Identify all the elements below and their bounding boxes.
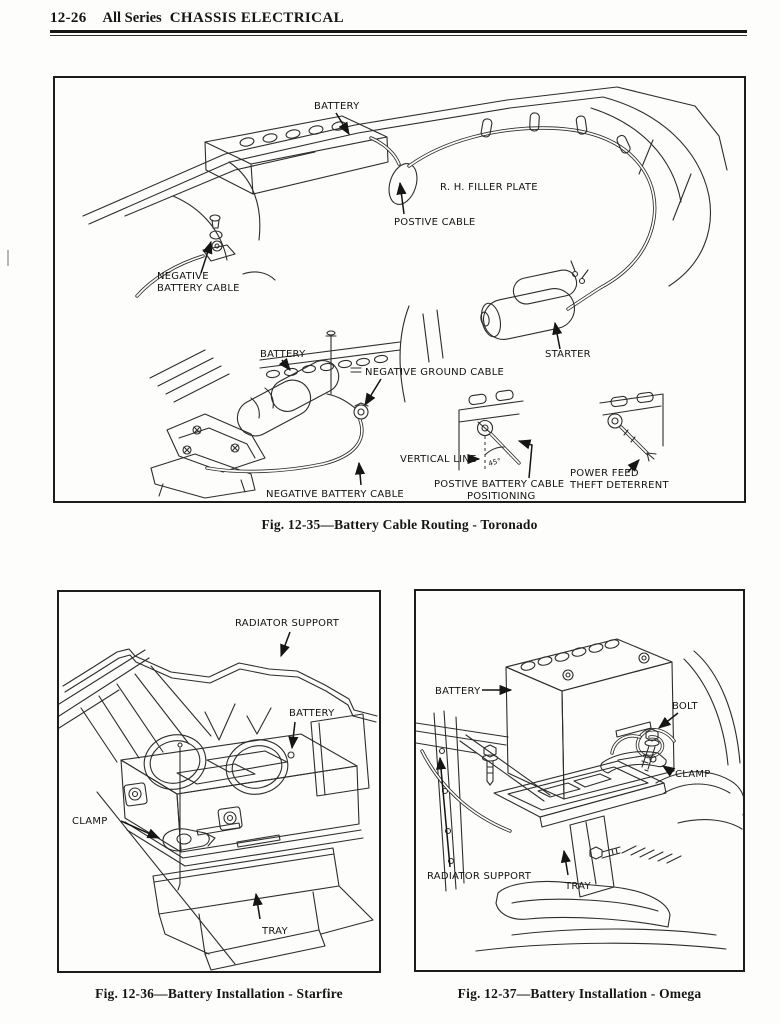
label-leader-dashes bbox=[350, 367, 362, 373]
power-feed-label-1: POWER FEED bbox=[570, 468, 639, 479]
series-label: All Series bbox=[102, 10, 162, 26]
negative-cable-bracket-drawing bbox=[135, 161, 276, 298]
page-number: 12-26 bbox=[50, 10, 87, 26]
angle-45-label: 45° bbox=[487, 457, 502, 468]
negative-battery-cable-bottom-arrow bbox=[354, 461, 366, 486]
header-rule-thin bbox=[50, 35, 747, 36]
tray-bolt-drawing bbox=[481, 744, 499, 786]
tray-label: TRAY bbox=[564, 881, 591, 892]
clamp-drawing bbox=[162, 828, 216, 852]
battery-label: BATTERY bbox=[435, 686, 481, 697]
scan-margin-mark bbox=[7, 250, 9, 266]
clamp-arrow bbox=[661, 765, 676, 777]
battery-top-label: BATTERY bbox=[314, 101, 360, 112]
bolt-arrow bbox=[657, 712, 679, 729]
negative-battery-cable-label-1: NEGATIVE bbox=[157, 271, 209, 282]
radiator-support-arrow bbox=[280, 631, 291, 658]
positive-cable-drawing bbox=[369, 112, 657, 311]
battery-mid-arrow bbox=[278, 357, 291, 371]
fender-drawing bbox=[59, 649, 272, 763]
section-title: CHASSIS ELECTRICAL bbox=[169, 10, 345, 26]
header-rule bbox=[50, 30, 747, 36]
starter-arrow bbox=[552, 321, 563, 350]
header-rule-thick bbox=[50, 30, 747, 33]
radiator-support-drawing bbox=[62, 648, 378, 723]
clamp-drawing bbox=[600, 751, 667, 774]
fender-drawing bbox=[475, 650, 743, 952]
figure-12-37: BATTERY BOLT CLAMP RADIATOR SUPPORT TRAY bbox=[414, 589, 745, 972]
tray-drawing bbox=[493, 760, 671, 928]
fig37-art: BATTERY BOLT CLAMP RADIATOR SUPPORT TRAY bbox=[416, 638, 743, 952]
starter-drawing bbox=[480, 260, 589, 340]
starter-label: STARTER bbox=[545, 349, 591, 360]
figure-12-36: RADIATOR SUPPORT BATTERY CLAMP TRAY bbox=[57, 590, 381, 973]
clamp-label: CLAMP bbox=[675, 769, 711, 780]
figure-12-35: BATTERY R. H. FILLER PLATE POSTIVE CABLE… bbox=[53, 76, 746, 503]
bolt-marks bbox=[182, 425, 240, 455]
tray-drawing bbox=[96, 791, 374, 971]
engine-bay-drawing bbox=[82, 86, 728, 287]
vertical-line-label: VERTICAL LINE bbox=[400, 454, 477, 465]
tray-arrow bbox=[252, 892, 263, 920]
rh-filler-plate-label: R. H. FILLER PLATE bbox=[440, 182, 538, 193]
fig35-art: BATTERY R. H. FILLER PLATE POSTIVE CABLE… bbox=[82, 86, 728, 501]
battery-mid-label: BATTERY bbox=[260, 349, 306, 360]
battery-label: BATTERY bbox=[289, 708, 335, 719]
clamp-arrow bbox=[120, 820, 161, 839]
clamp-label: CLAMP bbox=[72, 816, 108, 827]
positioning-label-1: POSTIVE BATTERY CABLE bbox=[434, 479, 564, 490]
battery-drawing-top bbox=[204, 115, 389, 195]
tray-label: TRAY bbox=[261, 926, 288, 937]
negative-ground-cable-label: NEGATIVE GROUND CABLE bbox=[365, 367, 504, 378]
negative-battery-cable-bottom-label: NEGATIVE BATTERY CABLE bbox=[266, 489, 404, 500]
battery-drawing bbox=[505, 638, 675, 800]
radiator-support-arrow bbox=[435, 756, 451, 868]
battery-top-arrow bbox=[335, 112, 350, 136]
battery-drawing bbox=[120, 733, 364, 867]
radiator-support-label: RADIATOR SUPPORT bbox=[235, 618, 340, 629]
cable-drawing bbox=[610, 728, 676, 759]
positive-cable-label: POSTIVE CABLE bbox=[394, 217, 475, 228]
power-feed-detail-drawing bbox=[599, 391, 664, 462]
battery-arrow bbox=[288, 721, 299, 750]
figure-12-35-caption: Fig. 12-35—Battery Cable Routing - Toron… bbox=[261, 517, 538, 532]
engine-drawing bbox=[149, 349, 340, 499]
negative-ground-cable-arrow bbox=[364, 378, 382, 407]
positive-cable-arrow bbox=[396, 181, 407, 215]
radiator-support-drawing bbox=[416, 710, 551, 892]
bolt-drawing bbox=[641, 728, 660, 772]
positioning-arrow bbox=[517, 439, 533, 479]
fig36-art: RADIATOR SUPPORT BATTERY CLAMP TRAY bbox=[59, 618, 378, 971]
radiator-support-label: RADIATOR SUPPORT bbox=[427, 871, 532, 882]
power-feed-arrow bbox=[627, 459, 640, 473]
bolt-label: BOLT bbox=[672, 701, 699, 712]
cable-positioning-detail-drawing bbox=[458, 389, 524, 471]
side-panel-drawing bbox=[310, 713, 370, 797]
tray-arrow bbox=[560, 849, 571, 876]
page-header: 12-26 All Series CHASSIS ELECTRICAL bbox=[50, 9, 344, 27]
figure-12-36-caption: Fig. 12-36—Battery Installation - Starfi… bbox=[95, 986, 343, 1001]
positioning-label-2: POSITIONING bbox=[467, 491, 536, 501]
figure-12-37-caption: Fig. 12-37—Battery Installation - Omega bbox=[457, 986, 702, 1001]
ground-cable-drawing bbox=[205, 393, 369, 474]
negative-battery-cable-arrow bbox=[200, 240, 213, 274]
negative-battery-cable-label-2: BATTERY CABLE bbox=[157, 283, 240, 294]
power-feed-label-2: THEFT DETERRENT bbox=[569, 480, 669, 491]
